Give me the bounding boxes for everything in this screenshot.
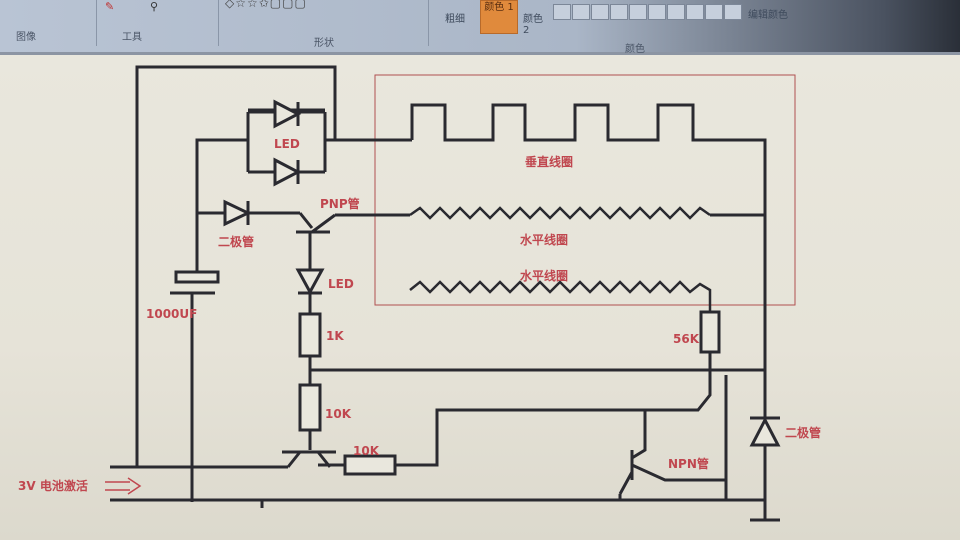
- color-swatch[interactable]: [705, 4, 723, 20]
- label-horizontal-coil-1: 水平线圈: [520, 232, 568, 247]
- color-swatch[interactable]: [610, 4, 628, 20]
- label-56k: 56K: [673, 332, 700, 346]
- label-battery: 3V 电池激活: [18, 478, 88, 493]
- color-palette: [553, 4, 742, 20]
- wire: [197, 211, 765, 234]
- wire: [195, 138, 248, 272]
- label-diode-right: 二极管: [785, 425, 821, 440]
- label-horizontal-coil-2: 水平线圈: [520, 268, 568, 283]
- resistor-10k-vertical-icon: [298, 383, 322, 432]
- wire: [395, 352, 712, 467]
- label-10k-horizontal: 10K: [353, 444, 380, 458]
- wire: [110, 445, 780, 522]
- capacitor-icon: [174, 270, 220, 284]
- wire: [135, 65, 337, 467]
- color2-button[interactable]: 颜色 2: [523, 14, 543, 36]
- magnifier-icon[interactable]: ⚲: [150, 0, 159, 13]
- color-swatch[interactable]: [591, 4, 609, 20]
- resistor-1k-icon: [298, 312, 322, 358]
- color1-button[interactable]: 颜色 1: [480, 0, 518, 34]
- arrow-icon: [105, 477, 142, 495]
- label-capacitor: 1000UF: [146, 307, 197, 321]
- led-icon: [295, 268, 325, 296]
- diode-icon: [223, 199, 252, 227]
- color-swatch[interactable]: [572, 4, 590, 20]
- color1-label: 颜色 1: [484, 2, 514, 13]
- label-led-mid: LED: [328, 277, 354, 291]
- wire: [246, 110, 412, 174]
- wire: [170, 291, 215, 502]
- label-diode-left: 二极管: [218, 234, 254, 249]
- pnp-transistor-icon: [308, 213, 336, 270]
- edit-colors-button[interactable]: 编辑颜色: [748, 10, 788, 21]
- npn-transistor-left-icon: [110, 450, 345, 469]
- npn-transistor-icon: [618, 375, 728, 500]
- group-label-image: 图像: [16, 32, 36, 43]
- color-swatch[interactable]: [724, 4, 742, 20]
- color-swatch[interactable]: [629, 4, 647, 20]
- divider: [96, 0, 97, 46]
- group-label-tools: 工具: [122, 32, 142, 43]
- label-1k: 1K: [326, 329, 344, 343]
- coil-frame: [374, 74, 796, 306]
- group-label-colors: 颜色: [625, 44, 645, 55]
- divider: [218, 0, 219, 46]
- paint-ribbon: 图像 ✎ ⚲ 工具 ◇☆☆✩▢▢▢ 形状 粗细 颜色 1 颜色 2 编辑颜色 颜…: [0, 0, 960, 55]
- label-npn: NPN管: [668, 456, 709, 471]
- resistor-10k-horizontal-icon: [343, 454, 397, 476]
- resistor-56k-icon: [699, 310, 721, 354]
- horizontal-coil-1: [409, 206, 711, 220]
- divider: [428, 0, 429, 46]
- color-swatch[interactable]: [667, 4, 685, 20]
- label-vertical-coil: 垂直线圈: [525, 154, 573, 169]
- color-swatch[interactable]: [553, 4, 571, 20]
- shapes-gallery[interactable]: ◇☆☆✩▢▢▢: [225, 0, 307, 10]
- pencil-icon[interactable]: ✎: [105, 0, 115, 13]
- label-10k-vertical: 10K: [325, 407, 352, 421]
- label-led-top: LED: [274, 137, 300, 151]
- drawing-canvas[interactable]: [0, 55, 960, 540]
- color-swatch[interactable]: [686, 4, 704, 20]
- group-label-shapes: 形状: [314, 38, 334, 49]
- led-diode-icon: [273, 99, 302, 187]
- size-button[interactable]: 粗细: [445, 14, 465, 25]
- vertical-coil: [410, 103, 767, 418]
- label-pnp: PNP管: [320, 196, 360, 211]
- color-swatch[interactable]: [648, 4, 666, 20]
- horizontal-coil-2: [409, 280, 712, 312]
- diode-right-icon: [749, 416, 781, 447]
